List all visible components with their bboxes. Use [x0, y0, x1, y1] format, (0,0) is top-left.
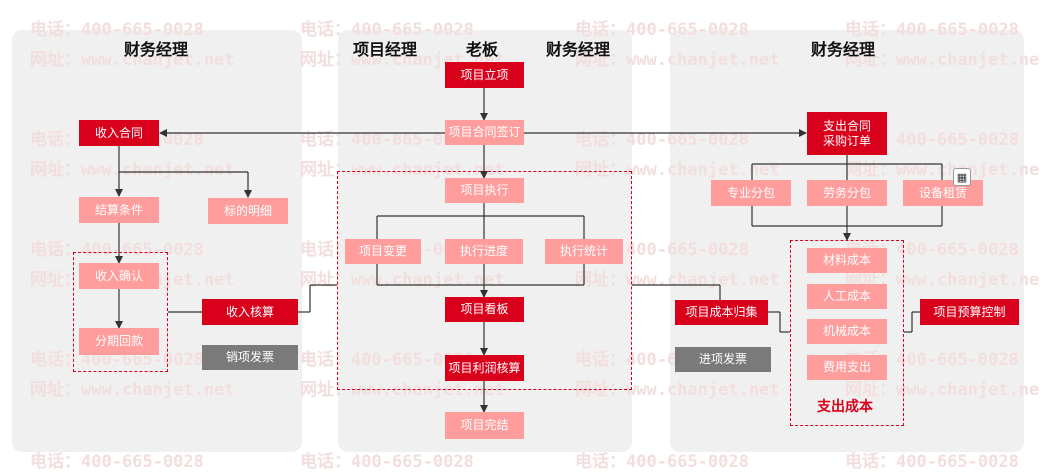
node-change[interactable]: 项目变更 — [345, 239, 421, 264]
node-material-cost[interactable]: 材料成本 — [807, 248, 887, 273]
node-income-confirm[interactable]: 收入确认 — [79, 263, 159, 289]
node-income-contract[interactable]: 收入合同 — [79, 120, 159, 146]
node-profit-calc[interactable]: 项目利润核算 — [445, 355, 524, 381]
node-pro-subcontract[interactable]: 专业分包 — [711, 180, 791, 206]
node-expense-contract[interactable]: 支出合同 采购订单 — [807, 112, 887, 155]
left-panel — [12, 30, 302, 452]
node-input-invoice[interactable]: 进项发票 — [675, 347, 771, 372]
right-panel — [670, 30, 1024, 452]
node-sales-invoice[interactable]: 销项发票 — [202, 345, 298, 370]
node-execution[interactable]: 项目执行 — [445, 178, 524, 203]
node-settle-terms[interactable]: 结算条件 — [79, 197, 159, 223]
right-role-header: 财务经理 — [811, 40, 876, 59]
node-budget-control[interactable]: 项目预算控制 — [920, 299, 1019, 325]
node-dashboard[interactable]: 项目看板 — [445, 297, 524, 322]
node-cost-collect[interactable]: 项目成本归集 — [675, 300, 768, 325]
node-expense-pay[interactable]: 费用支出 — [807, 355, 887, 380]
expense-contract-line-1: 支出合同 — [822, 118, 871, 133]
expense-cost-label: 支出成本 — [817, 399, 873, 415]
node-installment[interactable]: 分期回款 — [79, 328, 159, 355]
income-group — [73, 252, 168, 372]
boss-role-header: 老板 — [466, 40, 499, 59]
node-equip-rental[interactable]: 设备租赁 — [903, 180, 983, 206]
node-progress[interactable]: 执行进度 — [445, 239, 523, 264]
node-stats[interactable]: 执行统计 — [545, 239, 623, 264]
node-project-setup[interactable]: 项目立项 — [445, 62, 524, 88]
mid-fin-role-header: 财务经理 — [546, 40, 611, 59]
node-labor-subcontract[interactable]: 劳务分包 — [807, 180, 887, 206]
node-bid-detail[interactable]: 标的明细 — [208, 198, 288, 224]
node-machine-cost[interactable]: 机械成本 — [807, 319, 887, 344]
left-role-header: 财务经理 — [124, 40, 189, 59]
node-contract-sign[interactable]: 项目合同签订 — [445, 120, 524, 145]
expense-contract-line-2: 采购订单 — [822, 133, 871, 148]
scan-icon[interactable]: ▦ — [953, 168, 971, 186]
pm-role-header: 项目经理 — [353, 40, 418, 59]
node-labor-cost[interactable]: 人工成本 — [807, 284, 887, 309]
node-income-calc[interactable]: 收入核算 — [202, 299, 298, 325]
node-complete[interactable]: 项目完结 — [445, 412, 524, 439]
